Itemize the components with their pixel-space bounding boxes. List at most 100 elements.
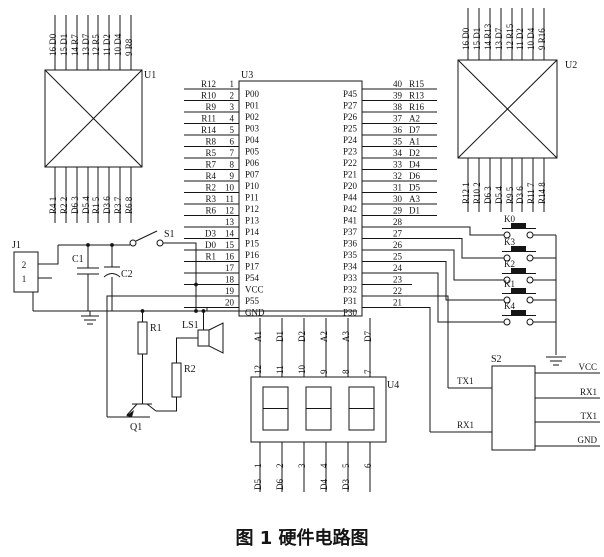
pin-number: 16 [225, 252, 235, 262]
pin-number: 33 [393, 160, 403, 170]
capacitor-c2-curved-plate [103, 273, 121, 278]
pin-port-label: P33 [343, 273, 358, 283]
s2-pin-label: GND [578, 435, 598, 445]
pin-port-label: P06 [245, 158, 260, 168]
pin-port-label: P22 [343, 158, 357, 168]
pin-net-label: R1 [205, 252, 216, 262]
pin-net-label: R12 [201, 79, 216, 89]
junction-dot [140, 309, 145, 313]
pin-net-label: A3 [409, 194, 420, 204]
pin-number: 2 [230, 91, 235, 101]
pin-net-label: A3 [341, 331, 351, 342]
pin-number: 37 [393, 114, 403, 124]
button-k0: K0 [502, 214, 556, 239]
pin-label: 13 D7 [81, 33, 91, 56]
pin-net-label: D6 [275, 479, 285, 490]
pin-port-label: P41 [343, 216, 357, 226]
pin-number: 8 [341, 369, 351, 374]
button-label: K4 [504, 301, 515, 311]
pin-net-label: A1 [409, 137, 420, 147]
pin-label: R1 5 [91, 196, 101, 214]
q1-emitter-arrow [126, 410, 134, 417]
pin-net-label: R16 [409, 102, 425, 112]
resistor-r1: R1 [137, 321, 162, 355]
pin-number: 3 [297, 463, 307, 468]
pin-number: 25 [393, 252, 403, 262]
button-cap [511, 310, 526, 315]
pin-label: 10 D4 [526, 27, 536, 50]
u2-body [457, 59, 558, 159]
button-contact [503, 296, 511, 304]
pin-port-label: P01 [245, 101, 259, 111]
q1-label: Q1 [130, 422, 142, 433]
pin-port-label: P32 [343, 285, 357, 295]
switch-s1: S1 [129, 229, 175, 247]
pin-label: 13 D7 [494, 27, 504, 50]
pin-net-label: D3 [205, 229, 216, 239]
pin-port-label: P25 [343, 124, 358, 134]
button-cap [511, 246, 526, 251]
u4-digit [262, 386, 289, 431]
pin-port-label: P45 [343, 89, 358, 99]
button-contact [503, 231, 511, 239]
pin-net-label: D0 [205, 240, 216, 250]
pin-number: 31 [393, 183, 402, 193]
s2-body [491, 365, 536, 451]
pin-port-label: P02 [245, 112, 259, 122]
pin-net-label: R8 [205, 137, 216, 147]
button-label: K0 [504, 214, 515, 224]
pin-number: 34 [393, 148, 403, 158]
pin-label: R4 1 [48, 197, 58, 214]
pin-number: 11 [225, 194, 234, 204]
pin-port-label: P10 [245, 181, 260, 191]
pin-port-label: P54 [245, 273, 260, 283]
pin-number: 38 [393, 102, 403, 112]
pin-port-label: P31 [343, 296, 357, 306]
u1-label: U1 [144, 70, 156, 81]
pin-number: 7 [363, 369, 373, 374]
pin-number: 18 [225, 275, 235, 285]
pin-port-label: P05 [245, 147, 260, 157]
pin-number: 8 [230, 160, 235, 170]
pin-label: 11 D2 [102, 34, 112, 56]
pin-port-label: P15 [245, 239, 260, 249]
pin-net-label: R10 [201, 91, 217, 101]
pin-net-label: D4 [319, 479, 329, 490]
pin-label: R3 7 [113, 196, 123, 214]
pin-number: 10 [225, 183, 235, 193]
button-cap [511, 268, 526, 273]
pin-label: R11 7 [526, 182, 536, 204]
button-k3: K3 [502, 237, 556, 262]
pin-number: 26 [393, 240, 403, 250]
pin-number: 4 [230, 114, 235, 124]
pin-label: D5 4 [494, 186, 504, 204]
r1-label: R1 [150, 323, 162, 334]
capacitor-c1-label: C1 [72, 254, 84, 265]
junction-dot [86, 243, 90, 247]
pin-number: 2 [275, 464, 285, 469]
s2-pin-label: RX1 [580, 387, 597, 397]
j1-pin2-label: 2 [22, 260, 27, 270]
button-label: K3 [504, 237, 515, 247]
pin-number: 40 [393, 79, 403, 89]
pin-net-label: A1 [253, 331, 263, 342]
resistor-r2: R2 [171, 362, 196, 398]
pin-port-label: P37 [343, 227, 358, 237]
pin-net-label: D7 [363, 331, 373, 342]
pin-port-label: P55 [245, 296, 260, 306]
pin-label: 10 D4 [113, 33, 123, 56]
s1-label: S1 [164, 229, 175, 240]
ground-symbol [81, 315, 99, 325]
pin-label: R10 2 [472, 182, 482, 204]
pin-number: 36 [393, 125, 403, 135]
pin-net-label: R6 [205, 206, 216, 216]
